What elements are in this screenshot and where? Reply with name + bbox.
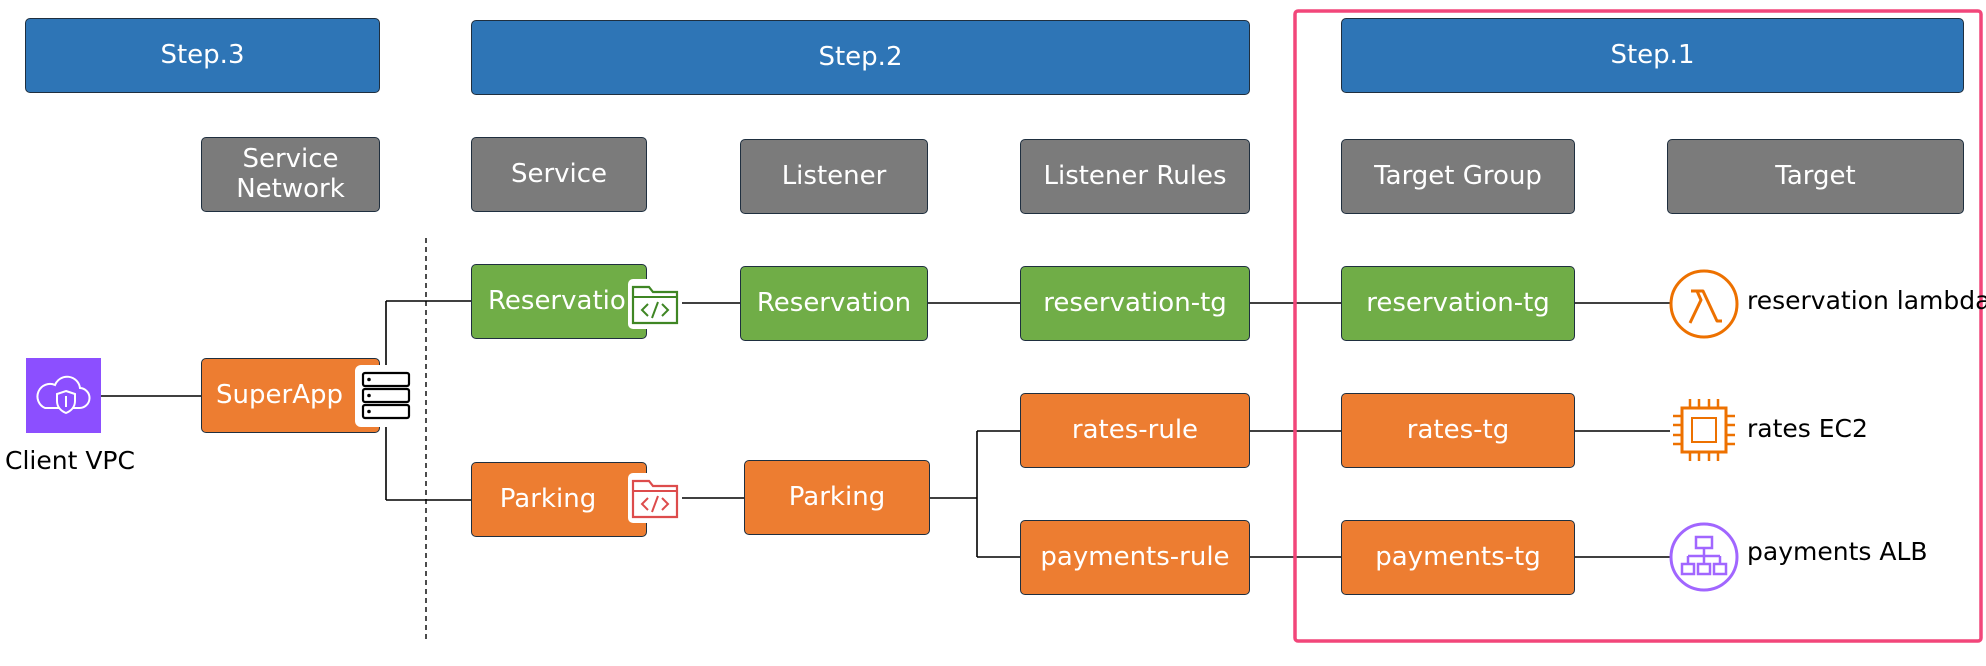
step3-label: Step.3 xyxy=(160,39,245,70)
listener-reservation-node: Reservation xyxy=(740,266,928,341)
lambda-icon xyxy=(1668,268,1740,340)
step2-bar: Step.2 xyxy=(471,20,1250,95)
ec2-chip-icon xyxy=(1670,396,1738,464)
header-target: Target xyxy=(1667,139,1964,214)
header-service: Service xyxy=(471,137,647,212)
service-reservation-node: Reservation xyxy=(471,264,647,339)
header-target-group-label: Target Group xyxy=(1374,160,1542,191)
header-listener-rules: Listener Rules xyxy=(1020,139,1250,214)
header-service-label: Service xyxy=(510,158,608,189)
header-target-group: Target Group xyxy=(1341,139,1575,214)
rule-reservation-label: reservation-tg xyxy=(1043,287,1227,318)
listener-reservation-label: Reservation xyxy=(756,287,912,318)
superapp-label: SuperApp xyxy=(216,379,343,410)
superapp-node: SuperApp xyxy=(201,358,380,433)
listener-parking-label: Parking xyxy=(788,481,886,512)
step2-label: Step.2 xyxy=(818,41,903,72)
tg-payments-label: payments-tg xyxy=(1375,541,1541,572)
header-listener-rules-label: Listener Rules xyxy=(1043,160,1227,191)
service-parking-node: Parking xyxy=(471,462,647,537)
listener-parking-node: Parking xyxy=(744,460,930,535)
target-reservation-label: reservation lambda xyxy=(1747,286,1986,315)
header-service-network: Service Network xyxy=(201,137,380,212)
target-rates-label: rates EC2 xyxy=(1747,414,1868,443)
rule-reservation-node: reservation-tg xyxy=(1020,266,1250,341)
tg-rates-node: rates-tg xyxy=(1341,393,1575,468)
rule-payments-node: payments-rule xyxy=(1020,520,1250,595)
target-payments-label: payments ALB xyxy=(1747,537,1928,566)
client-vpc-label: Client VPC xyxy=(5,446,135,475)
server-stack-icon xyxy=(354,364,418,428)
step1-highlight-frame xyxy=(1293,9,1983,643)
tg-reservation-node: reservation-tg xyxy=(1341,266,1575,341)
tg-rates-label: rates-tg xyxy=(1406,414,1510,445)
service-reservation-label: Reservation xyxy=(488,285,643,316)
header-service-network-label: Service Network xyxy=(236,143,345,204)
rule-rates-node: rates-rule xyxy=(1020,393,1250,468)
rule-rates-label: rates-rule xyxy=(1071,414,1199,445)
code-folder-icon xyxy=(628,279,682,329)
header-listener-label: Listener xyxy=(781,160,887,191)
code-folder-icon xyxy=(628,473,682,523)
load-balancer-icon xyxy=(1668,521,1740,593)
rule-payments-label: payments-rule xyxy=(1040,541,1230,572)
tg-reservation-label: reservation-tg xyxy=(1366,287,1550,318)
header-listener: Listener xyxy=(740,139,928,214)
header-target-label: Target xyxy=(1775,160,1856,191)
tg-payments-node: payments-tg xyxy=(1341,520,1575,595)
vpc-cloud-shield-icon xyxy=(26,358,101,433)
service-parking-label: Parking xyxy=(499,483,597,514)
step3-bar: Step.3 xyxy=(25,18,380,93)
step1-bar: Step.1 xyxy=(1341,18,1964,93)
step1-label: Step.1 xyxy=(1610,39,1695,70)
